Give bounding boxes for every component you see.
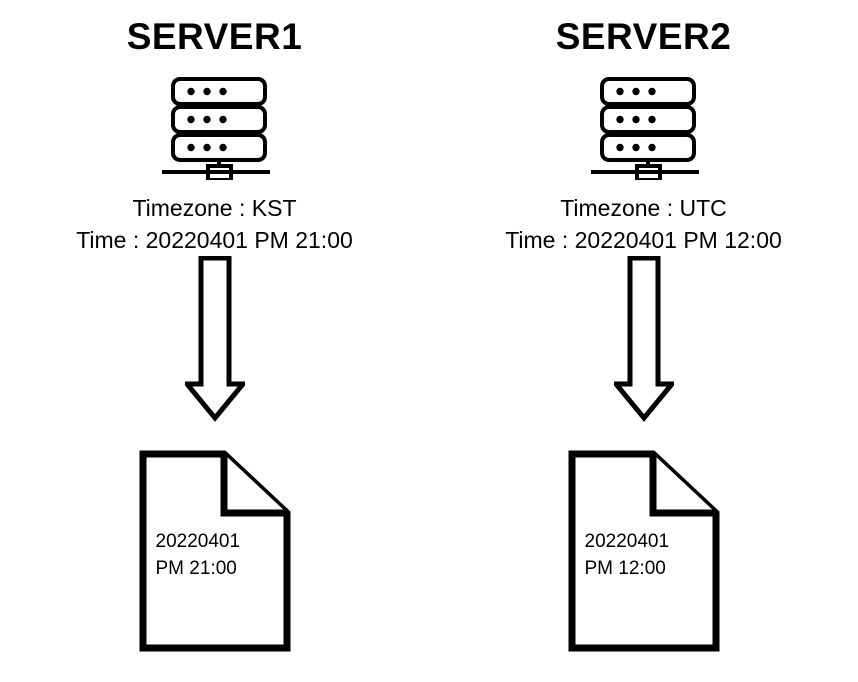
server-title-2: SERVER2	[555, 16, 732, 57]
server-rack-icon-1	[0, 76, 429, 180]
document-text-1: 20220401 PM 21:00	[156, 528, 286, 582]
document-date-2: 20220401	[584, 531, 670, 552]
server-meta-1: Timezone : KST Time : 20220401 PM 21:00	[0, 192, 429, 256]
document-icon-1: 20220401 PM 21:00	[0, 450, 429, 656]
document-text-2: 20220401 PM 12:00	[585, 528, 715, 582]
server-column-2: SERVER2	[429, 0, 858, 682]
server-meta-2: Timezone : UTC Time : 20220401 PM 12:00	[429, 192, 858, 256]
time-line-2: Time : 20220401 PM 12:00	[505, 227, 782, 253]
document-date-1: 20220401	[155, 531, 241, 552]
timezone-line-2: Timezone : UTC	[560, 195, 727, 221]
document-icon-2: 20220401 PM 12:00	[429, 450, 858, 656]
arrow-down-icon-1	[0, 256, 429, 426]
server-rack-icon-2	[429, 76, 858, 180]
server-title-1: SERVER1	[126, 16, 303, 57]
document-time-1: PM 21:00	[155, 558, 237, 579]
time-line-1: Time : 20220401 PM 21:00	[76, 227, 353, 253]
document-time-2: PM 12:00	[584, 558, 666, 579]
timezone-line-1: Timezone : KST	[132, 195, 297, 221]
server-column-1: SERVER1	[0, 16, 429, 656]
arrow-down-icon-2	[429, 256, 858, 426]
